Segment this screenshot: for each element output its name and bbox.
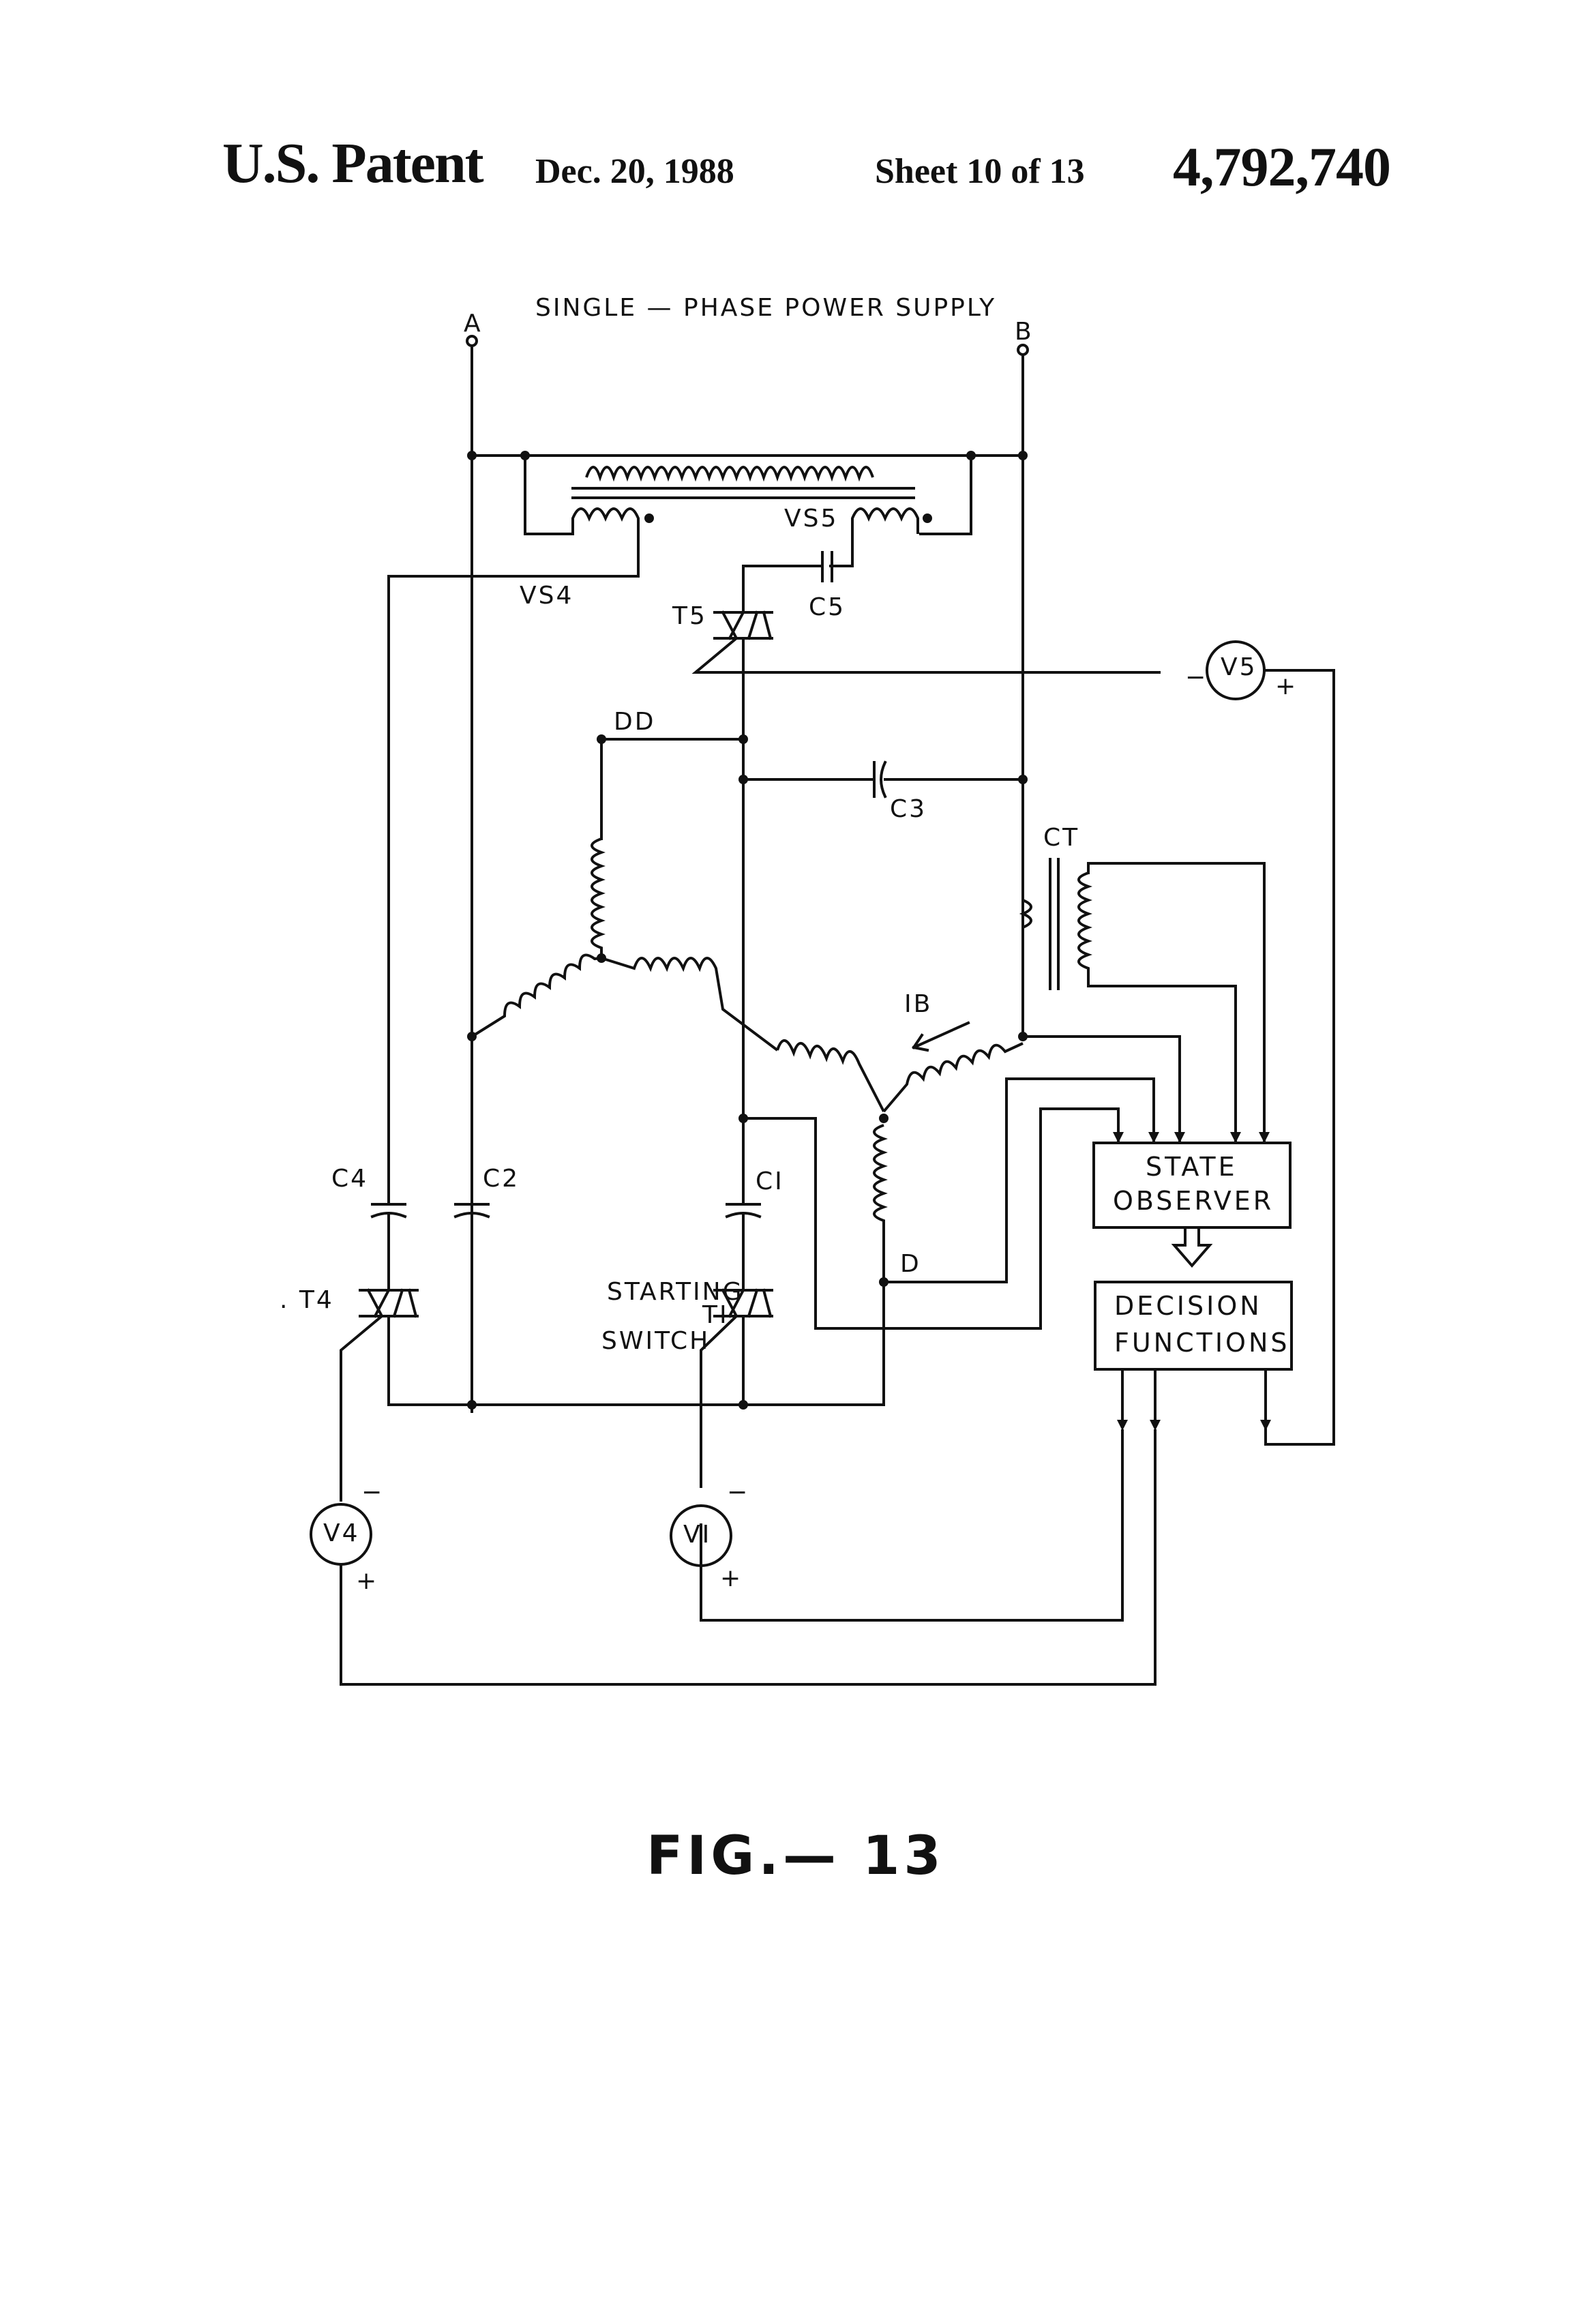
c1-node-wire [742,1107,1120,1330]
ib-arrow [912,1021,970,1052]
v5-label: V5 [1221,653,1257,681]
c2-label: C2 [483,1165,520,1193]
state-observer-label-1: STATE [1146,1152,1238,1182]
junction [467,1400,477,1410]
vs4-lead [524,454,574,535]
v4-minus: − [361,1478,384,1506]
vs5-label: VS5 [784,505,838,533]
ct-lead-bottom [1087,974,1237,1142]
v5-minus: − [1185,664,1208,691]
vs5-coil [851,507,919,534]
dd-wire [600,738,745,840]
v1-minus: − [727,1478,749,1506]
c1-label: CI [756,1167,784,1195]
winding-right [882,1042,1024,1113]
t1-gate [700,1314,738,1488]
vs5-lead [919,454,972,535]
c4-label: C4 [331,1165,368,1193]
junction [879,1114,889,1123]
ct-label: CT [1043,824,1079,852]
v1-plus: + [720,1564,743,1592]
junction [467,451,477,460]
hollow-arrow [1171,1226,1213,1268]
junction [467,1032,477,1041]
sheet-number: Sheet 10 of 13 [875,152,1085,191]
d-to-observer [882,1077,1155,1283]
v5-lead-right [1263,669,1335,1446]
terminal-a [466,335,478,347]
vs4-out [387,533,640,1161]
decision-label-1: DECISION [1114,1291,1262,1321]
arrowhead [1117,1420,1271,1431]
vs5-out [829,533,854,567]
vs5-dot [923,513,932,523]
c2-capacitor [453,1203,490,1219]
ct-primary [1019,899,1032,929]
ct-core [1049,858,1060,990]
state-observer-box [1092,1142,1292,1229]
transformer-core [571,487,915,499]
starting-label: STARTING [607,1278,744,1306]
d-label: D [900,1250,921,1278]
terminal-b [1017,344,1029,356]
v4-label: V4 [323,1519,360,1547]
c5-lead [742,565,824,614]
dd-label: DD [614,708,655,736]
switch-label: SWITCH [601,1327,710,1355]
decision-functions-box [1094,1281,1293,1371]
c3-capacitor [873,760,887,799]
patent-title: U.S. Patent [222,132,484,195]
figure-label: FIG.— 13 [646,1826,945,1887]
vs4-dot [644,513,654,523]
t4-thyristor [359,1288,419,1318]
patent-number: 4,792,740 [1173,136,1391,198]
supply-label: SINGLE — PHASE POWER SUPPLY [535,294,996,322]
winding-mid [776,1039,885,1112]
patent-date: Dec. 20, 1988 [535,152,734,191]
junction [1018,451,1028,460]
winding-upper [591,837,606,958]
t4-gate [340,1314,384,1502]
terminal-a-label: A [464,310,483,338]
arrowhead [1113,1132,1270,1143]
b-to-observer [1021,1035,1181,1142]
decision-label-2: FUNCTIONS [1114,1328,1290,1358]
terminal-b-label: B [1015,318,1034,346]
ct-secondary [1077,872,1092,975]
ct-lead-top [1087,862,1266,1142]
junction [738,1400,748,1410]
t4-label: . T4 [280,1286,334,1314]
vs4-label: VS4 [520,582,573,610]
c3-label: C3 [890,795,927,823]
c5-label: C5 [809,593,846,621]
bottom-bus [387,1281,885,1406]
v5-plus: + [1275,672,1298,700]
decision-out-2-wire [340,1429,1156,1686]
v4-plus: + [356,1567,378,1595]
transformer-primary-coil [585,466,874,482]
winding-center-right [601,957,779,1052]
ib-label: IB [904,990,932,1018]
state-observer-label-2: OBSERVER [1113,1186,1274,1216]
v1-label: VI [683,1521,711,1549]
winding-left [471,953,602,1038]
t5-label: T5 [672,602,707,630]
winding-lower [873,1124,888,1282]
decision-out-1-wire [700,1429,1124,1622]
vs4-coil [571,507,640,534]
t5-gate [691,636,1161,674]
t5-thyristor [713,610,773,640]
t1-label: TI [702,1301,729,1329]
